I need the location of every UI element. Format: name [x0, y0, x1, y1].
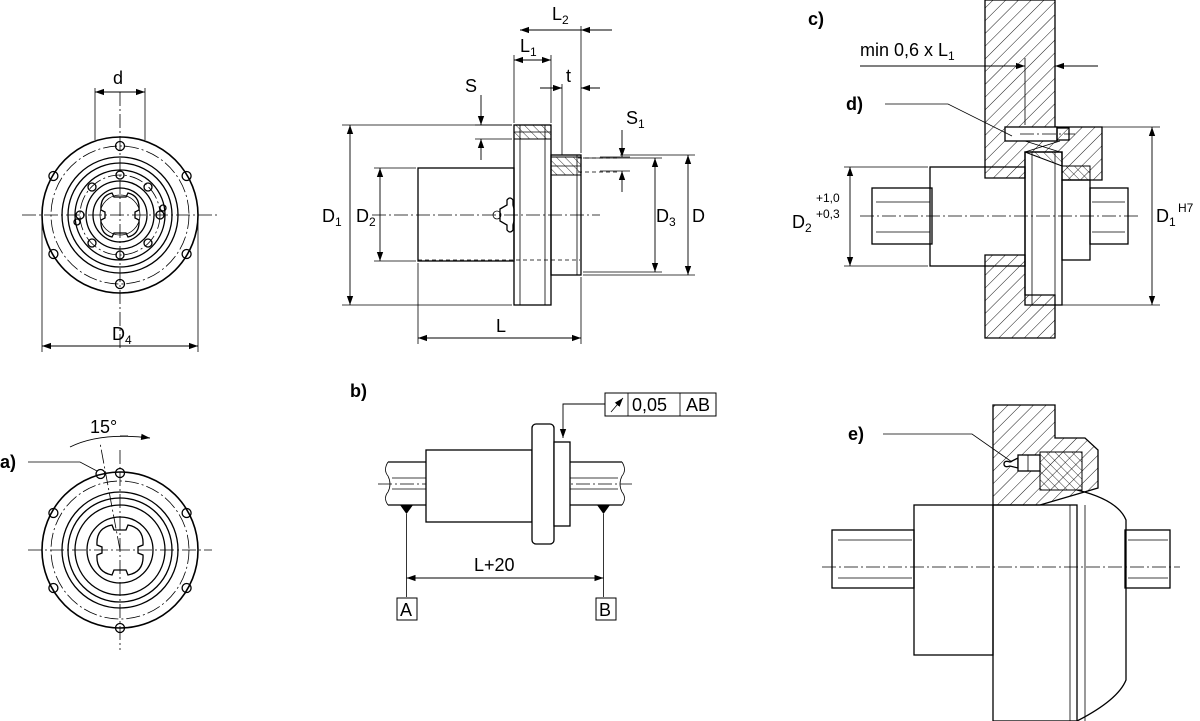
front-view-a: 15° a)	[0, 417, 212, 650]
label-b: b)	[350, 381, 367, 401]
datum-B: B	[599, 600, 611, 620]
tolerance-value: 0,05	[632, 395, 667, 415]
outer-bolt-holes	[48, 140, 192, 290]
dim-D4: D4	[112, 324, 132, 347]
angle-15: 15°	[90, 417, 117, 437]
runout-view-b: b) L+20 A B 0,05 AB	[350, 381, 717, 621]
front-view-top: d D4	[22, 68, 220, 352]
side-view: D1 D2 D3 D L L1 L2 t	[322, 4, 705, 344]
label-c: c)	[808, 9, 824, 29]
tol-lower: +0,3	[816, 207, 840, 221]
dim-D: D	[692, 206, 705, 226]
bolt-holes-a	[48, 467, 192, 634]
dim-L1: L1	[520, 36, 537, 59]
dim-D2: D2	[356, 206, 376, 229]
dim-L20: L+20	[474, 555, 515, 575]
tol-H7: H7	[1178, 201, 1194, 215]
inner-holes	[73, 170, 167, 260]
dim-d: d	[113, 68, 123, 88]
dim-S1: S1	[626, 108, 645, 131]
dim-S: S	[465, 76, 477, 96]
min-length: min 0,6 x L1	[860, 40, 955, 63]
mounting-view-c: c) min 0,6 x L1 d)	[792, 0, 1194, 339]
dim-D1: D1	[322, 206, 342, 229]
dim-D1-mount: D1	[1156, 206, 1176, 229]
mounting-view-e: e)	[822, 404, 1180, 721]
dim-t: t	[566, 66, 571, 86]
tol-upper: +1,0	[816, 191, 840, 205]
dim-L: L	[496, 316, 506, 336]
label-a: a)	[0, 452, 16, 472]
label-e: e)	[848, 424, 864, 444]
dim-D2-mount: D2	[792, 212, 812, 235]
dim-D3: D3	[656, 206, 676, 229]
datum-ref: AB	[686, 395, 710, 415]
datum-A: A	[400, 600, 412, 620]
label-d: d)	[846, 94, 863, 114]
dim-L2: L2	[552, 4, 569, 27]
